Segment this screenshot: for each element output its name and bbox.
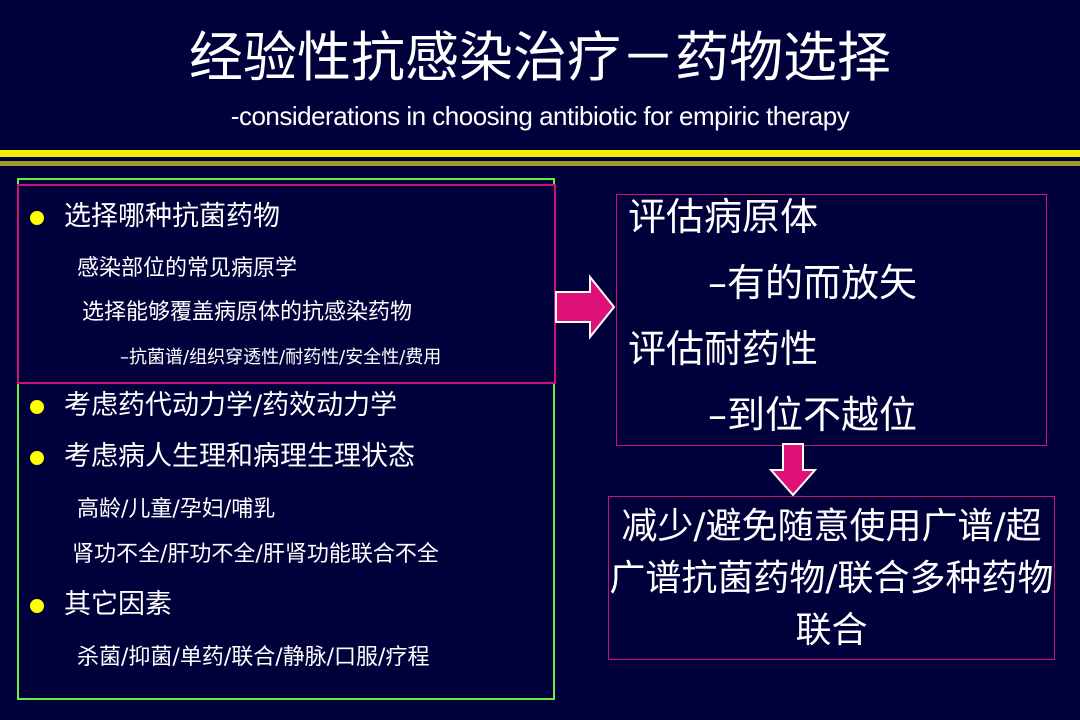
slide-title: 经验性抗感染治疗－药物选择 [189,26,891,89]
bullet-icon [30,400,44,414]
bullet-drug-choice: 选择哪种抗菌药物 [64,201,280,232]
assess-pathogen: 评估病原体 [628,195,819,239]
divider-olive [0,161,1080,166]
bullet-icon [30,599,44,613]
sub-infection-site: 感染部位的常见病原学 [77,256,298,281]
conclusion-box: 减少/避免随意使用广谱/超广谱抗菌药物/联合多种药物联合 [608,496,1055,660]
slide-subtitle: -considerations in choosing antibiotic f… [230,101,850,131]
bullet-pk-pd: 考虑药代动力学/药效动力学 [64,390,398,421]
sub-coverage: 选择能够覆盖病原体的抗感染药物 [82,300,413,325]
bullet-icon [30,451,44,465]
bullet-other-factors: 其它因素 [64,589,172,620]
sub-regimen: 杀菌/抑菌/单药/联合/静脉/口服/疗程 [77,645,430,670]
sub-organ-function: 肾功不全/肝功不全/肝肾功能联合不全 [72,542,439,567]
down-arrow-icon [768,443,818,497]
sub-special-populations: 高龄/儿童/孕妇/哺乳 [77,497,276,522]
drug-choice-box [17,184,556,384]
bullet-patient-state: 考虑病人生理和病理生理状态 [64,441,415,472]
assess-resistance: 评估耐药性 [628,327,819,371]
bullet-icon [30,211,44,225]
assess-pathogen-note: –有的而放矢 [708,261,918,305]
assess-resistance-note: –到位不越位 [708,393,918,437]
divider-yellow [0,150,1080,157]
assessment-box [616,194,1047,446]
factors-box [17,178,555,700]
right-arrow-icon [555,274,616,340]
sub-criteria: –抗菌谱/组织穿透性/耐药性/安全性/费用 [120,347,442,368]
